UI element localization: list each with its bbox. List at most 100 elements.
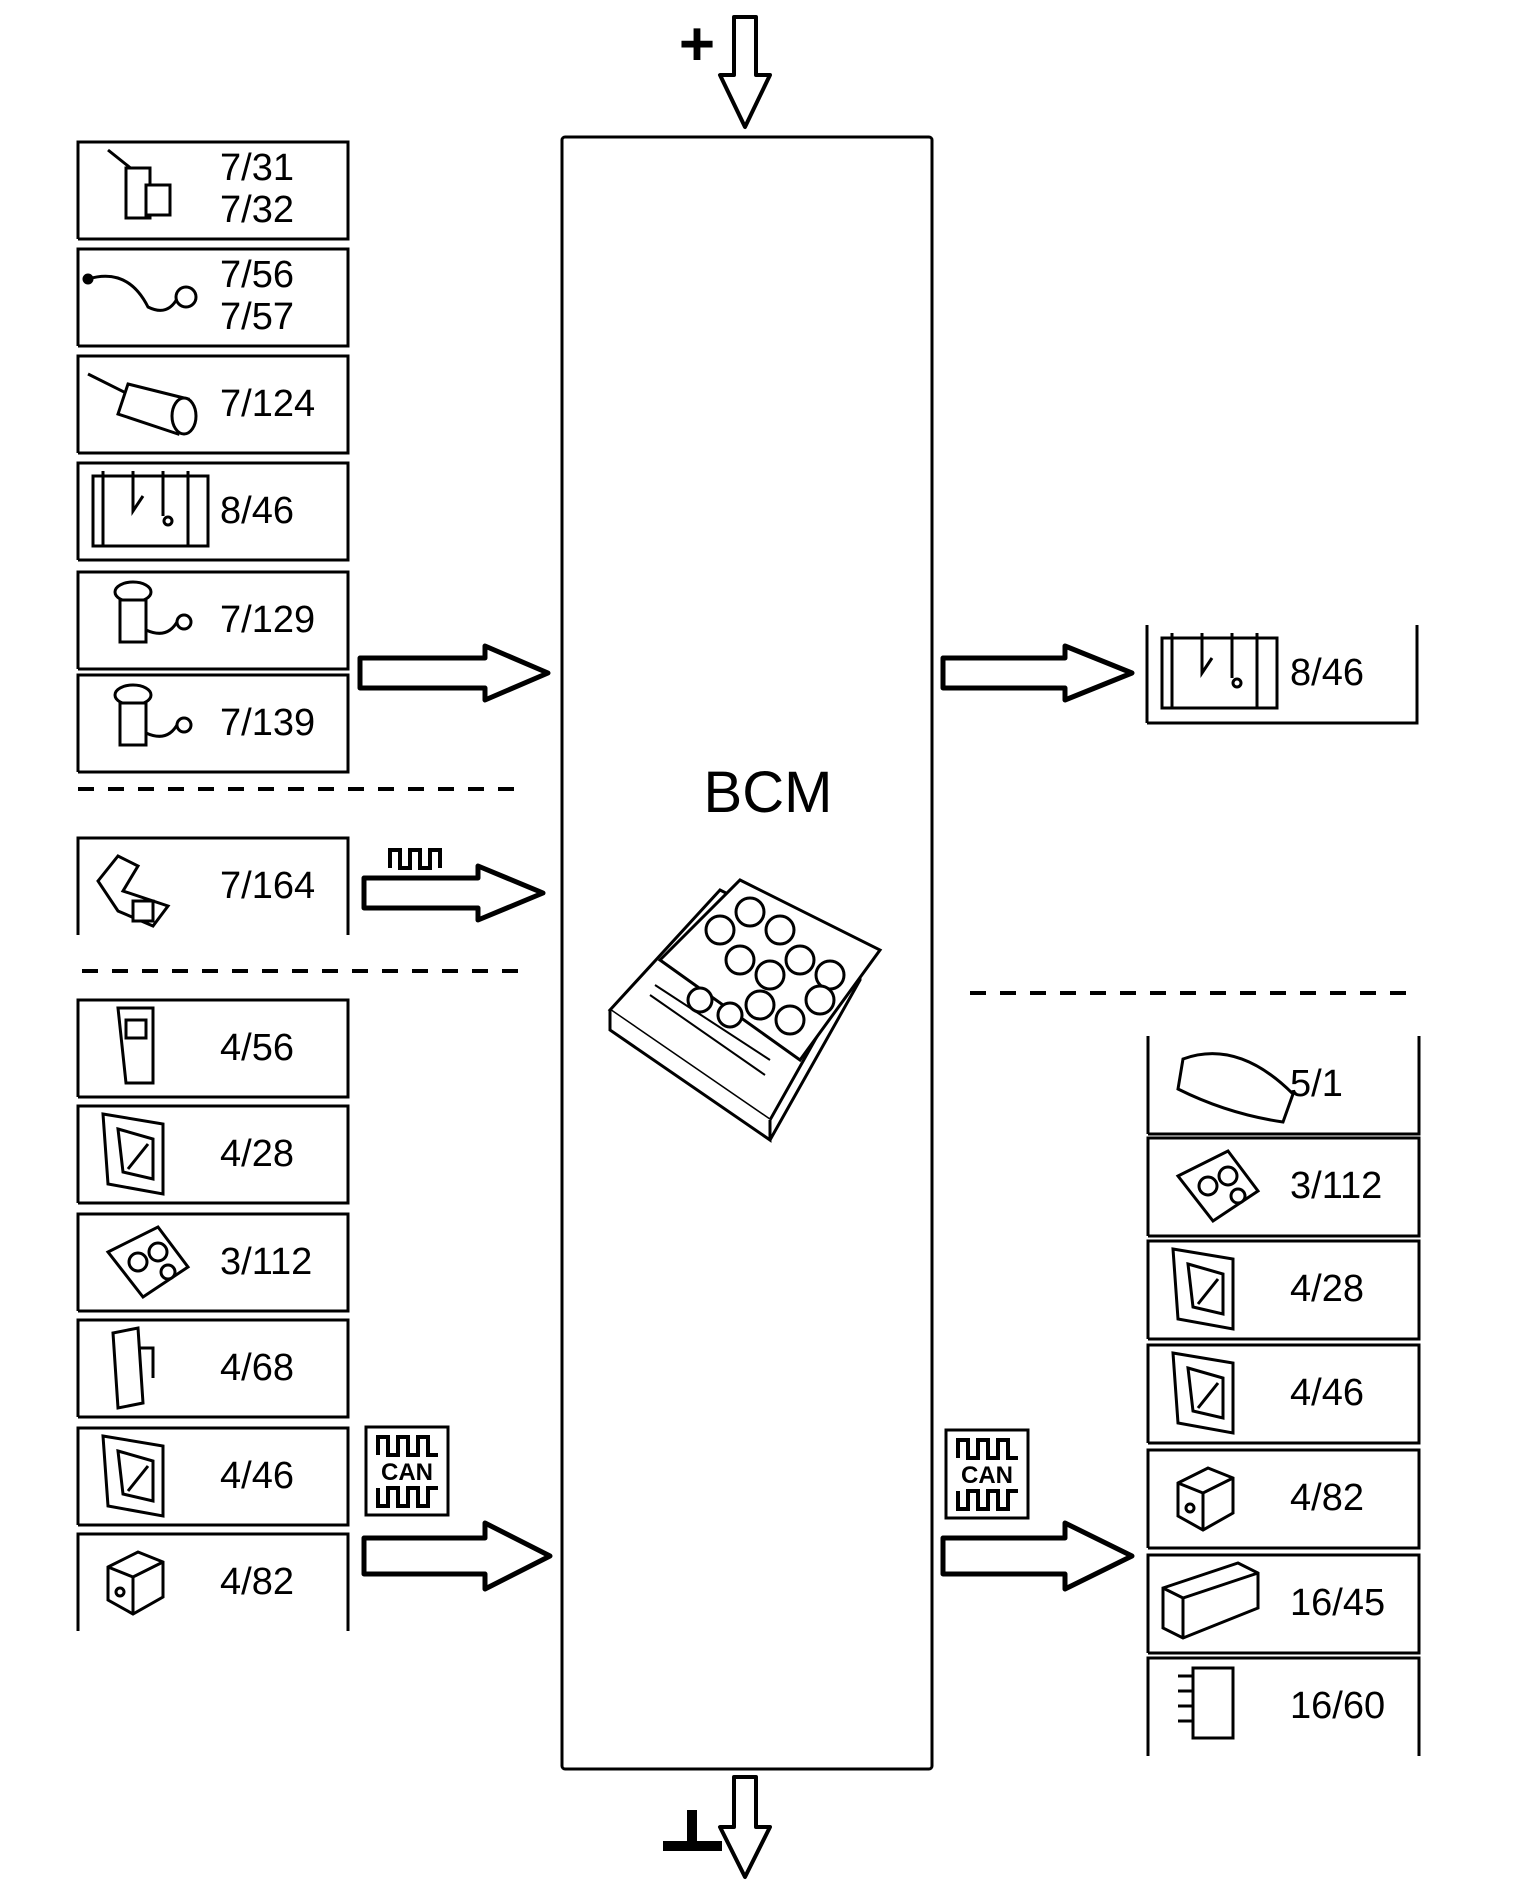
component-code: 16/45 [1290, 1582, 1385, 1624]
output-arrow-group-a [940, 643, 1135, 703]
component-code: 7/56 [220, 254, 294, 296]
panel-module-icon [116, 1006, 155, 1085]
bracket-module-icon [111, 1326, 155, 1410]
outputs-group-b-item: 16/45 [1146, 1553, 1421, 1655]
component-boxes: 7/317/327/567/577/1248/467/1297/1397/164… [76, 140, 1421, 1756]
component-box [76, 836, 350, 935]
component-code: 16/60 [1290, 1685, 1385, 1727]
instrument-cluster-icon [1175, 1149, 1261, 1224]
component-code: 7/164 [220, 865, 315, 907]
relay-switch-icon [1160, 633, 1279, 710]
component-code: 8/46 [220, 490, 294, 532]
can-signal-icon-right: CAN [944, 1428, 1030, 1520]
inputs-group-c-item: 3/112 [76, 1212, 350, 1313]
component-code-secondary: 7/57 [220, 296, 294, 338]
component-code: 7/124 [220, 383, 315, 425]
outputs-group-b-item: 4/46 [1146, 1343, 1421, 1445]
inputs-group-a-item: 7/317/32 [76, 140, 350, 241]
relay-switch-icon [91, 471, 210, 548]
inputs-group-c-item: 4/46 [76, 1426, 350, 1527]
output-arrow-group-b [940, 1520, 1135, 1592]
ecu-module-icon [1171, 1247, 1235, 1331]
inputs-group-a-item: 7/129 [76, 570, 350, 671]
ecu-module-icon [1171, 1351, 1235, 1435]
can-label-right: CAN [961, 1462, 1013, 1489]
ground-arrow [718, 1775, 772, 1879]
can-label-left: CAN [381, 1459, 433, 1486]
can-signal-icon-left: CAN [364, 1425, 450, 1517]
component-box [76, 461, 350, 562]
cube-module-icon [1176, 1466, 1235, 1532]
inputs-group-a-item: 7/124 [76, 354, 350, 455]
component-code: 4/82 [1290, 1477, 1364, 1519]
outputs-group-a-item: 8/46 [1145, 625, 1419, 725]
component-code: 4/28 [1290, 1268, 1364, 1310]
component-code: 5/1 [1290, 1063, 1343, 1105]
component-code: 7/139 [220, 702, 315, 744]
input-arrow-group-b [361, 863, 546, 923]
inputs-group-c-item: 4/28 [76, 1104, 350, 1205]
component-code: 4/68 [220, 1347, 294, 1389]
cable-sensor-icon [82, 273, 198, 312]
component-box [76, 1426, 350, 1527]
component-code: 4/28 [220, 1133, 294, 1175]
motor-icon [87, 372, 198, 436]
outputs-group-b-item: 4/82 [1146, 1448, 1421, 1550]
ground-symbol-icon [663, 1810, 722, 1851]
outputs-group-b-item: 4/28 [1146, 1239, 1421, 1341]
ecu-module-icon [101, 1434, 165, 1518]
component-box [1146, 1656, 1421, 1756]
pump-sensor-icon [113, 580, 193, 644]
inputs-group-a-item: 7/567/57 [76, 247, 350, 348]
component-box [76, 673, 350, 774]
inputs-group-b-item: 7/164 [76, 836, 350, 935]
component-code-secondary: 7/32 [220, 189, 294, 231]
pump-sensor-icon [113, 683, 193, 747]
component-box [76, 354, 350, 455]
inputs-group-c-item: 4/56 [76, 998, 350, 1099]
component-box [1146, 1136, 1421, 1238]
component-code: 7/129 [220, 599, 315, 641]
lever-switch-icon [107, 148, 172, 220]
component-box [1146, 1239, 1421, 1341]
component-box [76, 1532, 350, 1631]
outputs-group-b-item: 5/1 [1146, 1036, 1421, 1136]
component-box [76, 1318, 350, 1419]
component-code: 8/46 [1290, 652, 1364, 694]
bracket-sensor-icon [96, 854, 171, 928]
outputs-group-b-item: 16/60 [1146, 1656, 1421, 1756]
ecu-module-icon [101, 1112, 165, 1196]
component-box [76, 1104, 350, 1205]
component-box [76, 570, 350, 671]
component-code: 4/46 [220, 1455, 294, 1497]
component-box [1146, 1036, 1421, 1136]
input-arrow-group-a [357, 643, 551, 703]
pulse-signal-icon [388, 848, 442, 870]
bcm-title: BCM [704, 760, 833, 825]
component-code: 4/46 [1290, 1372, 1364, 1414]
component-box [1145, 625, 1419, 725]
radio-unit-icon [1161, 1561, 1260, 1640]
component-code: 3/112 [220, 1241, 312, 1283]
input-arrow-group-c [361, 1520, 553, 1592]
component-box [1146, 1553, 1421, 1655]
component-code: 3/112 [1290, 1165, 1382, 1207]
inputs-group-c-item: 4/68 [76, 1318, 350, 1419]
bcm-module-icon [607, 878, 883, 1143]
cube-module-icon [106, 1550, 165, 1616]
component-code: 4/82 [220, 1561, 294, 1603]
outputs-group-b-item: 3/112 [1146, 1136, 1421, 1238]
component-box [76, 247, 350, 348]
inputs-group-c-item: 4/82 [76, 1532, 350, 1631]
component-box [1146, 1343, 1421, 1445]
positive-supply-arrow [718, 15, 772, 129]
inputs-group-a-item: 8/46 [76, 461, 350, 562]
positive-supply-label: + [679, 10, 715, 79]
component-code: 7/31 [220, 147, 294, 189]
component-box [1146, 1448, 1421, 1550]
component-box [76, 998, 350, 1099]
component-code: 4/56 [220, 1027, 294, 1069]
dashboard-icon [1176, 1052, 1295, 1124]
component-box [76, 1212, 350, 1313]
